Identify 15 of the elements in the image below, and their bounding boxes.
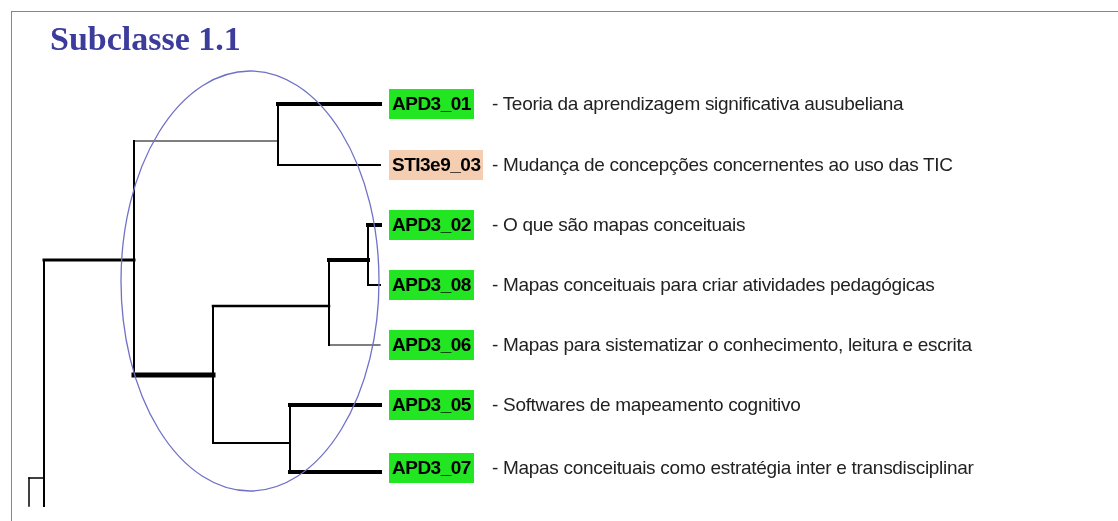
description-text: - Mudança de concepções concernentes ao uso das TIC xyxy=(492,154,953,176)
description-text: - Mapas conceituais para criar atividades pedagógicas xyxy=(492,274,935,296)
code-label: APD3_08 xyxy=(389,270,474,300)
description-text: - Softwares de mapeamento cognitivo xyxy=(492,394,801,416)
description-text: - Mapas para sistematizar o conhecimento, leitura e escrita xyxy=(492,334,972,356)
title: Subclasse 1.1 xyxy=(50,20,241,58)
description-text: - Mapas conceituais como estratégia inter e transdisciplinar xyxy=(492,457,974,479)
code-label: APD3_06 xyxy=(389,330,474,360)
description-text: - O que são mapas conceituais xyxy=(492,214,746,236)
code-label: APD3_02 xyxy=(389,210,474,240)
code-label: APD3_01 xyxy=(389,89,474,119)
description-text: - Teoria da aprendizagem significativa ausubeliana xyxy=(492,93,904,115)
code-label: APD3_05 xyxy=(389,390,474,420)
code-label: APD3_07 xyxy=(389,453,474,483)
code-label: STI3e9_03 xyxy=(389,150,484,180)
